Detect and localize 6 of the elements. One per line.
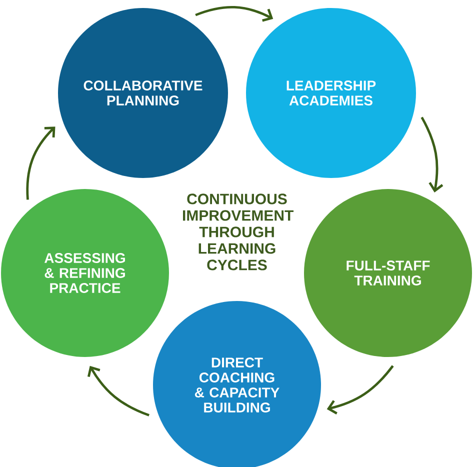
arrow [326, 365, 394, 414]
arrow [195, 6, 274, 22]
center-title: CONTINUOUS IMPROVEMENT THROUGH LEARNING CYCLES [183, 194, 294, 270]
arrow [420, 116, 444, 192]
arrow [87, 366, 150, 416]
arrow [26, 126, 56, 200]
